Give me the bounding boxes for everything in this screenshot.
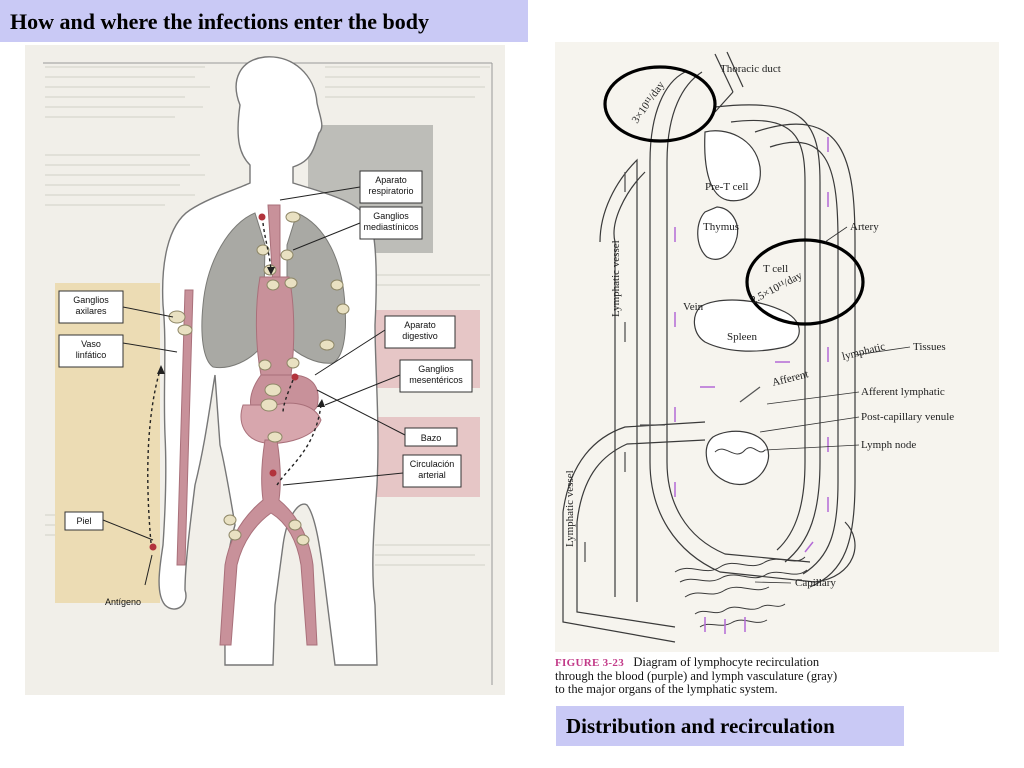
slide-title: How and where the infections enter the b…: [0, 0, 528, 42]
caption-text: Diagram of lymphocyte recirculation thro…: [555, 655, 838, 696]
organs: [693, 130, 800, 486]
label-artery: Artery: [850, 221, 879, 233]
figure-caption: FIGURE 3-23 Diagram of lymphocyte recirc…: [555, 656, 995, 696]
label-piel: Piel: [76, 516, 91, 526]
label-lymphatic-vessel-1: Lymphatic vessel: [610, 240, 622, 317]
label-antigeno: Antígeno: [105, 597, 141, 607]
heart-shape: [704, 130, 761, 202]
recirculation-diagram-svg: Thoracic duct 3×10¹¹/day Pre-T cell Thym…: [555, 42, 999, 652]
label-lymph-node: Lymph node: [861, 439, 916, 451]
vessel-loops: [562, 51, 856, 643]
label-spleen: Spleen: [727, 331, 757, 343]
label-t-cell: T cell: [763, 263, 788, 275]
label-thymus: Thymus: [703, 221, 739, 233]
purple-flow-arrows: [674, 137, 829, 634]
label-bazo: Bazo: [421, 433, 442, 443]
label-capillary: Capillary: [795, 577, 836, 589]
arrowheads: [157, 267, 325, 407]
label-afferent-lymphatic: Afferent lymphatic: [861, 386, 945, 398]
lymph-node-shape: [705, 430, 770, 486]
figure-number: FIGURE 3-23: [555, 657, 624, 669]
capillary-networks: [674, 447, 808, 628]
skin-panel: [55, 283, 160, 603]
lymphocyte-recirculation-figure: Thoracic duct 3×10¹¹/day Pre-T cell Thym…: [555, 42, 999, 698]
thymus-shape: [697, 206, 739, 260]
antigen-dots: [149, 213, 299, 551]
spleen-shape: [693, 299, 800, 352]
leader-lines: [102, 186, 406, 586]
label-lymphatic-vessel-2: Lymphatic vessel: [564, 470, 576, 547]
section-title: Distribution and recirculation: [556, 706, 904, 746]
annotation-ring-tcell: [745, 238, 865, 326]
label-post-capillary-venule: Post-capillary venule: [861, 411, 954, 423]
gray-flow-arrows: [584, 172, 761, 562]
label-thoracic-duct: Thoracic duct: [720, 63, 781, 75]
label-vein: Vein: [683, 301, 704, 313]
right-leader-lines: [754, 226, 911, 584]
label-pre-t-cell: Pre-T cell: [705, 181, 748, 193]
lungs: [201, 212, 346, 369]
label-tissues: Tissues: [913, 341, 946, 353]
annotation-ring-thoracic: [603, 65, 717, 143]
label-boxes: [58, 170, 473, 531]
